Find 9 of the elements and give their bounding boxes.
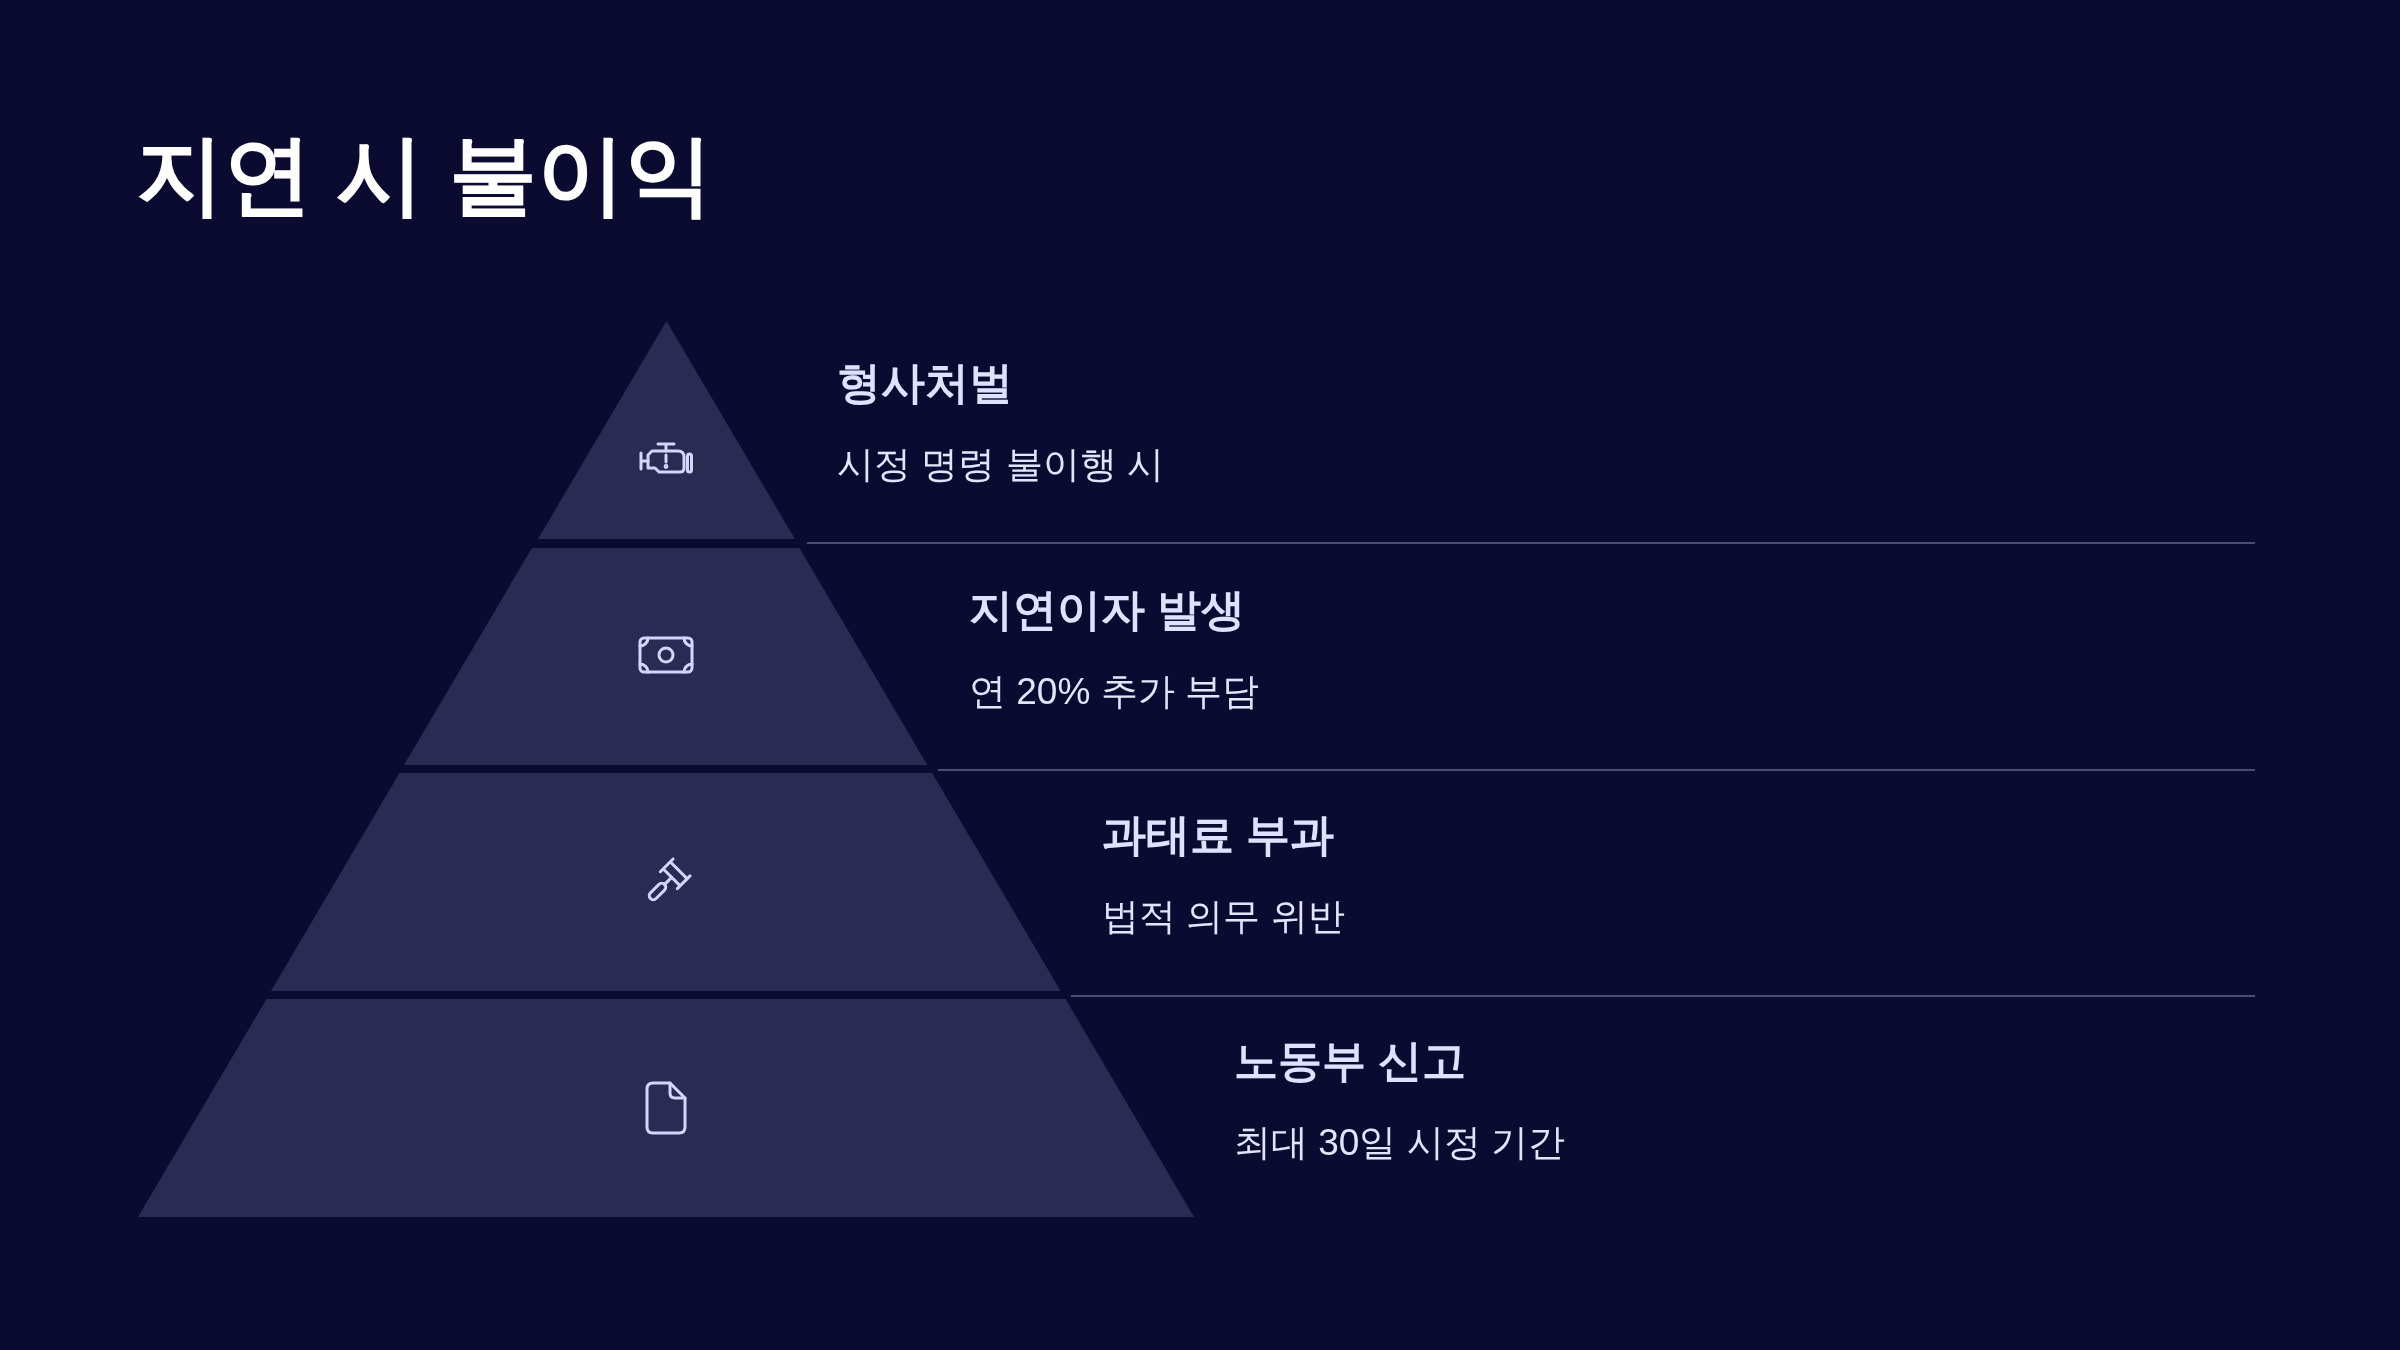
tier-description: 최대 30일 시정 기간 xyxy=(1234,1121,1565,1165)
tier-heading: 과태료 부과 xyxy=(1102,809,1335,861)
tier-heading: 지연이자 발생 xyxy=(969,584,1246,636)
tier-description: 법적 의무 위반 xyxy=(1102,895,1345,939)
tier-description: 연 20% 추가 부담 xyxy=(969,670,1259,714)
tier-description: 시정 명령 불이행 시 xyxy=(837,443,1164,487)
tier-heading: 형사처벌 xyxy=(837,357,1013,409)
tier-heading: 노동부 신고 xyxy=(1234,1035,1467,1087)
slide-title: 지연 시 불이익 xyxy=(136,124,713,226)
